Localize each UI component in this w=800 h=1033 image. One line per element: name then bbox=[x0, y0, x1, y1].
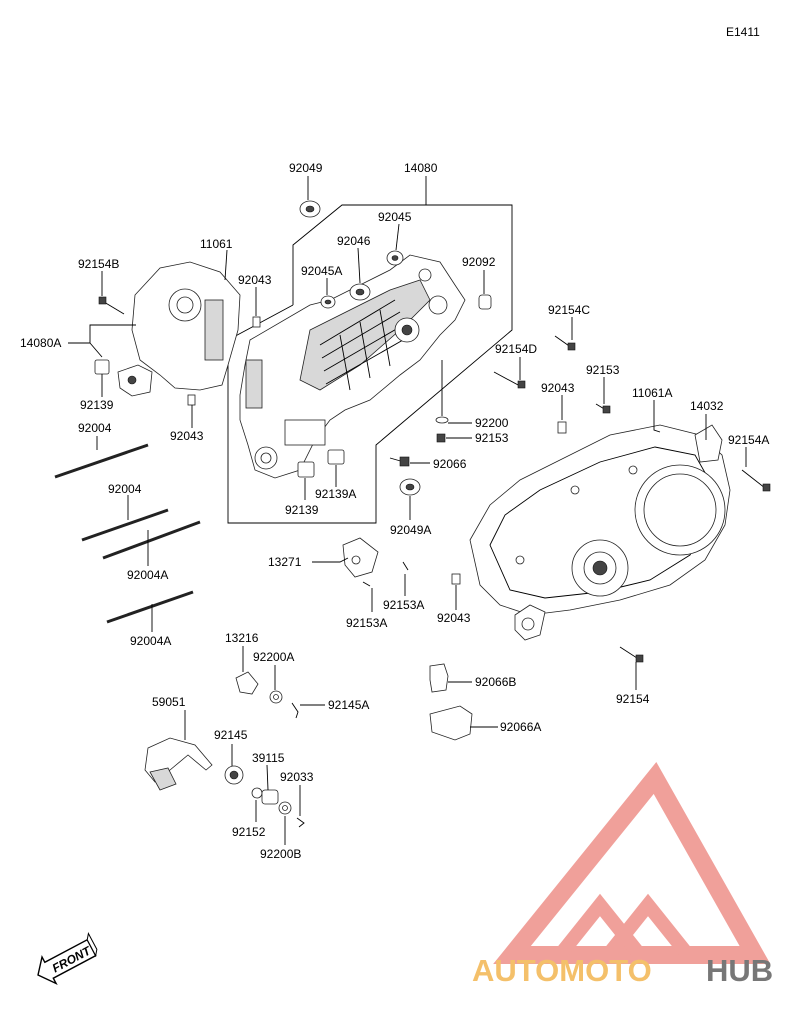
clip-92033[interactable] bbox=[296, 817, 305, 828]
washer-92200a[interactable] bbox=[269, 690, 283, 704]
spring-92145[interactable] bbox=[224, 765, 244, 785]
label-92043-b: 92043 bbox=[170, 429, 204, 443]
label-13271: 13271 bbox=[268, 555, 302, 569]
label-92154b: 92154B bbox=[78, 257, 119, 271]
dowel-92043-d[interactable] bbox=[451, 573, 461, 585]
label-39115: 39115 bbox=[252, 751, 285, 765]
clutch-cover[interactable] bbox=[469, 424, 731, 641]
watermark-text-automoto: AUTOMOTO bbox=[472, 953, 652, 988]
label-92092: 92092 bbox=[462, 255, 496, 269]
label-92046: 92046 bbox=[337, 234, 371, 248]
label-92004-a: 92004 bbox=[78, 421, 112, 435]
bearing-92046[interactable] bbox=[349, 283, 371, 301]
label-92139-a: 92139 bbox=[80, 398, 114, 412]
label-92154c: 92154C bbox=[548, 303, 590, 317]
bearing-92049a[interactable] bbox=[399, 478, 421, 496]
part-labels: 92049 14080 92045 92046 92045A 92092 110… bbox=[20, 161, 769, 861]
label-92004a-a: 92004A bbox=[127, 568, 168, 582]
label-92153-a: 92153 bbox=[586, 363, 620, 377]
label-92033: 92033 bbox=[280, 770, 314, 784]
label-92043-d: 92043 bbox=[437, 611, 471, 625]
washer-92200[interactable] bbox=[435, 416, 449, 424]
label-92004a-b: 92004A bbox=[130, 634, 171, 648]
label-92004-b: 92004 bbox=[108, 482, 142, 496]
label-14080a: 14080A bbox=[20, 336, 61, 350]
label-92200b: 92200B bbox=[260, 847, 301, 861]
label-92043-a: 92043 bbox=[238, 273, 272, 287]
label-11061: 11061 bbox=[200, 237, 233, 251]
bolt-92154d[interactable] bbox=[493, 371, 526, 389]
label-92049a: 92049A bbox=[390, 523, 431, 537]
guide-13216[interactable] bbox=[235, 671, 259, 695]
bearing-92045a[interactable] bbox=[320, 295, 336, 309]
dowel-92043-b[interactable] bbox=[187, 394, 196, 406]
label-14032: 14032 bbox=[690, 399, 724, 413]
bracket-13271[interactable] bbox=[342, 537, 379, 578]
label-92043-c: 92043 bbox=[541, 381, 575, 395]
oil-seal-92139-a[interactable] bbox=[94, 359, 110, 375]
bolt-92154c[interactable] bbox=[554, 335, 576, 351]
label-92145: 92145 bbox=[214, 728, 248, 742]
stud-92004a-a[interactable] bbox=[102, 520, 201, 560]
washer-92152[interactable] bbox=[251, 787, 263, 799]
damper-92066a[interactable] bbox=[429, 705, 473, 741]
label-92152: 92152 bbox=[232, 825, 266, 839]
leader-lines bbox=[68, 176, 747, 845]
bearing-92049[interactable] bbox=[299, 200, 321, 218]
dowel-92043-a[interactable] bbox=[252, 316, 261, 328]
bearing-92092[interactable] bbox=[478, 294, 492, 310]
label-92045a: 92045A bbox=[301, 264, 342, 278]
label-13216: 13216 bbox=[225, 631, 259, 645]
bolt-92153-b[interactable] bbox=[436, 433, 446, 443]
label-92045: 92045 bbox=[378, 210, 412, 224]
label-92200a: 92200A bbox=[253, 650, 294, 664]
label-92049: 92049 bbox=[289, 161, 323, 175]
damper-92066b[interactable] bbox=[429, 663, 449, 693]
label-92153a-a: 92153A bbox=[383, 598, 424, 612]
circlip-92145a[interactable] bbox=[291, 702, 299, 719]
bearing-92045[interactable] bbox=[386, 250, 404, 266]
crankcase-bracket bbox=[227, 204, 513, 524]
dowel-92043-c[interactable] bbox=[557, 421, 567, 434]
stud-92004-a[interactable] bbox=[54, 443, 149, 479]
stud-92004a-b[interactable] bbox=[106, 590, 194, 624]
bolt-92154a[interactable] bbox=[741, 469, 771, 492]
crankcase-left[interactable] bbox=[117, 261, 241, 397]
label-92066: 92066 bbox=[433, 457, 467, 471]
oil-seal-92139a[interactable] bbox=[327, 449, 345, 465]
watermark-logo: AUTOMOTO HUB bbox=[472, 762, 773, 988]
bolt-92153[interactable] bbox=[595, 403, 611, 414]
label-92154: 92154 bbox=[616, 692, 650, 706]
label-92154a: 92154A bbox=[728, 433, 769, 447]
crankcase-main[interactable] bbox=[239, 254, 466, 479]
label-92145a: 92145A bbox=[328, 698, 369, 712]
label-92066a: 92066A bbox=[500, 720, 541, 734]
bolt-92154[interactable] bbox=[619, 646, 644, 663]
label-92154d: 92154D bbox=[495, 342, 537, 356]
kick-spindle-59051[interactable] bbox=[144, 737, 213, 791]
plug-92066[interactable] bbox=[389, 456, 410, 467]
diagram-code: E1411 bbox=[726, 25, 760, 39]
label-11061a: 11061A bbox=[632, 386, 672, 400]
watermark-text-hub: HUB bbox=[706, 953, 773, 988]
label-92139a: 92139A bbox=[315, 487, 356, 501]
stud-92004-b[interactable] bbox=[81, 508, 169, 542]
bolt-92154b[interactable] bbox=[98, 296, 125, 315]
label-92139-b: 92139 bbox=[285, 503, 319, 517]
front-arrow-icon: FRONT bbox=[37, 931, 98, 986]
label-92153a-b: 92153A bbox=[346, 616, 387, 630]
label-59051: 59051 bbox=[152, 695, 186, 709]
label-14080: 14080 bbox=[404, 161, 438, 175]
bushing-39115[interactable] bbox=[261, 789, 279, 805]
label-92200: 92200 bbox=[475, 416, 509, 430]
washer-92200b[interactable] bbox=[278, 801, 292, 815]
label-92066b: 92066B bbox=[475, 675, 516, 689]
label-92153-b: 92153 bbox=[475, 431, 509, 445]
screw-92153a[interactable] bbox=[362, 561, 409, 587]
oil-seal-92139-b[interactable] bbox=[297, 461, 315, 478]
